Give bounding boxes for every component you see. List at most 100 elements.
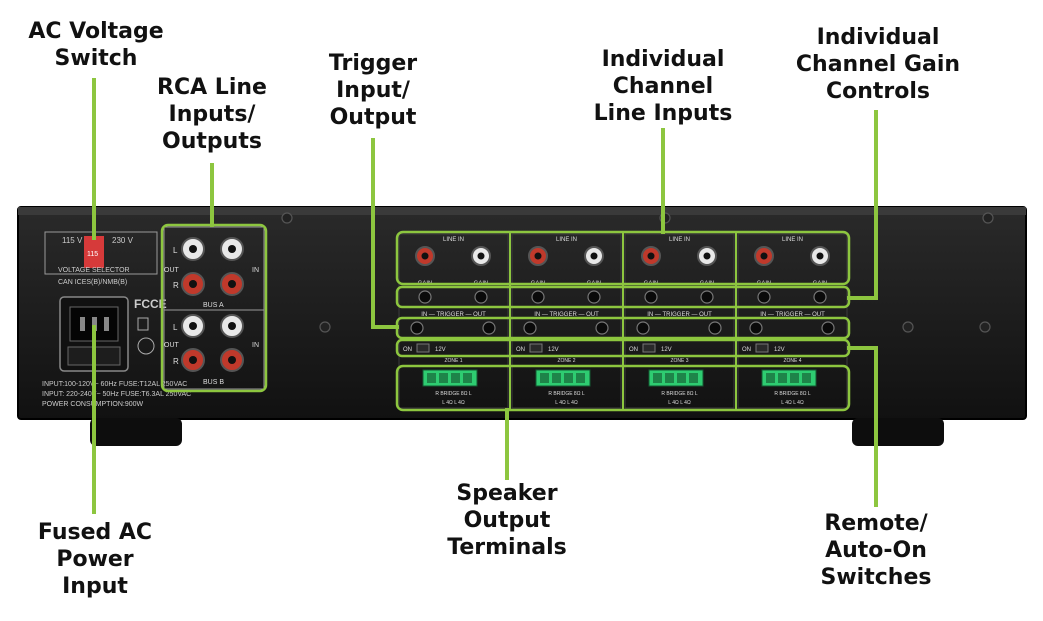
fc-mark: FC <box>134 297 150 311</box>
trigger-out-jack[interactable] <box>595 321 609 335</box>
callout-rca-line-io: RCA Line Inputs/ Outputs <box>157 75 267 154</box>
zone-border <box>737 233 848 409</box>
gain-knob[interactable] <box>587 290 601 304</box>
callout-lines <box>92 78 878 514</box>
callout-individual-gain: Individual Channel Gain Controls <box>795 25 961 104</box>
trigger-in-jack[interactable] <box>749 321 763 335</box>
speaker-terminal-screw <box>540 373 549 383</box>
on-label: ON <box>629 347 638 353</box>
bridge-label: R BRIDGE 8Ω L <box>774 391 810 397</box>
zone-border <box>624 233 735 409</box>
on-label: ON <box>403 347 412 353</box>
speaker-terminal-screw <box>677 373 686 383</box>
highlight-speaker <box>395 364 851 412</box>
speaker-terminal-screw <box>439 373 448 383</box>
zone-label: ZONE 1 <box>444 358 462 364</box>
right-foot <box>852 418 944 446</box>
speaker-terminal-screw <box>790 373 799 383</box>
v12-label: 12V <box>661 347 672 353</box>
bus-a-label: BUS A <box>203 302 224 309</box>
bridge-label: R BRIDGE 8Ω L <box>435 391 471 397</box>
on-label: ON <box>742 347 751 353</box>
rca-jack-pin <box>760 252 768 260</box>
speaker-terminal-screw <box>463 373 472 383</box>
speaker-terminal-screw <box>802 373 811 383</box>
trigger-label: IN — TRIGGER — OUT <box>534 312 599 318</box>
callout-trigger-io: Trigger Input/ Output <box>328 51 418 130</box>
remote-switch[interactable] <box>529 343 543 353</box>
line-trigger <box>371 138 399 329</box>
zone-1 <box>398 233 509 409</box>
voltage-selector-label: VOLTAGE SELECTOR <box>58 267 130 274</box>
speaker-terminal-screw <box>576 373 585 383</box>
gain-knob[interactable] <box>418 290 432 304</box>
trigger-label: IN — TRIGGER — OUT <box>760 312 825 318</box>
callout-ac-voltage-switch: AC Voltage Switch <box>28 19 164 71</box>
speaker-terminal-screw <box>778 373 787 383</box>
remote-switch[interactable] <box>755 343 769 353</box>
line-in-label: LINE IN <box>669 237 690 243</box>
voltage-selector: 115 V 230 V 115 VOLTAGE SELECTOR <box>44 231 158 275</box>
trigger-in-jack[interactable] <box>523 321 537 335</box>
trigger-out-jack[interactable] <box>482 321 496 335</box>
rca-in-label-b: IN <box>252 342 259 349</box>
bridge-label: R BRIDGE 8Ω L <box>661 391 697 397</box>
trigger-label: IN — TRIGGER — OUT <box>647 312 712 318</box>
spec-line-2: INPUT: 220-240V~ 50Hz FUSE:T6.3AL 250VAC <box>42 391 191 398</box>
zone-border <box>511 233 622 409</box>
speaker-terminal-screw <box>427 373 436 383</box>
gain-knob[interactable] <box>531 290 545 304</box>
v12-label: 12V <box>435 347 446 353</box>
v12-label: 12V <box>548 347 559 353</box>
remote-switch[interactable] <box>416 343 430 353</box>
ohm-label: L 4Ω L 4Ω <box>442 400 465 406</box>
gain-knob[interactable] <box>757 290 771 304</box>
trigger-in-jack[interactable] <box>410 321 424 335</box>
spec-line-1: INPUT:100-120V~ 60Hz FUSE:T12AL 250VAC <box>42 381 187 388</box>
zone-3 <box>622 232 735 410</box>
zone-label: ZONE 4 <box>783 358 801 364</box>
highlight-line-inputs <box>395 230 851 286</box>
zone-label: ZONE 2 <box>557 358 575 364</box>
etl-icon <box>137 337 155 355</box>
gain-knob[interactable] <box>813 290 827 304</box>
rca-l-label-b: L <box>173 323 178 332</box>
rca-r-label-b: R <box>173 357 179 366</box>
callout-speaker-terminals: Speaker Output Terminals <box>447 481 567 560</box>
zone-border <box>398 233 509 409</box>
rca-out-label-b: OUT <box>164 342 180 349</box>
remote-switch[interactable] <box>642 343 656 353</box>
bus-b-label: BUS B <box>203 379 224 386</box>
gain-knob[interactable] <box>474 290 488 304</box>
trigger-out-jack[interactable] <box>821 321 835 335</box>
zone-label: ZONE 3 <box>670 358 688 364</box>
rca-jack-pin <box>703 252 711 260</box>
bin-icon <box>137 317 149 331</box>
gain-knob[interactable] <box>700 290 714 304</box>
rca-jacks-bus[interactable] <box>181 237 244 372</box>
speaker-terminal-screw <box>665 373 674 383</box>
voltage-switch[interactable] <box>84 236 104 268</box>
callout-individual-line-inputs: Individual Channel Line Inputs <box>593 47 733 126</box>
ohm-label: L 4Ω L 4Ω <box>668 400 691 406</box>
trigger-in-jack[interactable] <box>636 321 650 335</box>
rca-jack-pin <box>534 252 542 260</box>
line-in-label: LINE IN <box>556 237 577 243</box>
bridge-label: R BRIDGE 8Ω L <box>548 391 584 397</box>
rca-jack-pin <box>421 252 429 260</box>
trigger-out-jack[interactable] <box>708 321 722 335</box>
voltage-switch-value: 115 <box>87 251 98 258</box>
rca-jack-pin <box>816 252 824 260</box>
ohm-label: L 4Ω L 4Ω <box>555 400 578 406</box>
v12-label: 12V <box>774 347 785 353</box>
can-ices-label: CAN ICES(B)/NMB(B) <box>58 279 127 286</box>
rca-l-label-a: L <box>173 246 178 255</box>
speaker-terminal-screw <box>689 373 698 383</box>
line-in-label: LINE IN <box>782 237 803 243</box>
gain-knob[interactable] <box>644 290 658 304</box>
rca-r-label-a: R <box>173 281 179 290</box>
chassis-top-lip <box>18 207 1026 215</box>
rca-out-label-a: OUT <box>164 267 180 274</box>
